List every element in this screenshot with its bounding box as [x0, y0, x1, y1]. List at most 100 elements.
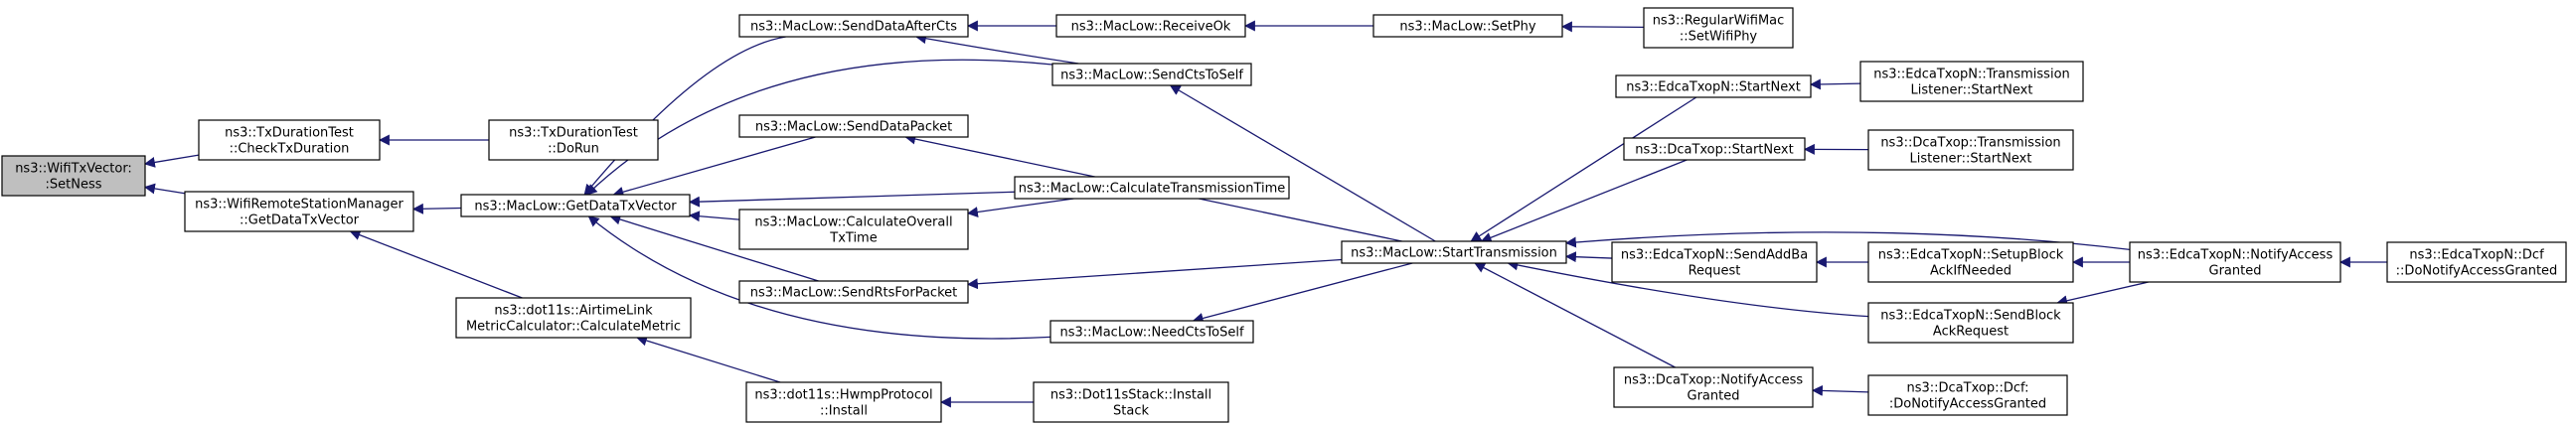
node-label-line: Listener::StartNext — [1911, 83, 2033, 98]
node-label-line: Granted — [2209, 264, 2262, 279]
node-dcanotify[interactable]: ns3::DcaTxop::NotifyAccessGranted — [1613, 366, 1814, 408]
node-label-line: ::GetDataTxVector — [240, 213, 360, 228]
node-edcadcfnotify[interactable]: ns3::EdcaTxopN::Dcf::DoNotifyAccessGrant… — [2386, 241, 2567, 283]
node-box — [1867, 241, 2074, 283]
node-box — [2129, 241, 2341, 283]
node-sendrts[interactable]: ns3::MacLow::SendRtsForPacket — [738, 280, 969, 304]
node-dcatlstartnext[interactable]: ns3::DcaTxop::TransmissionListener::Star… — [1867, 129, 2074, 171]
edge-edcatlstartnext-to-edcastartnext — [1809, 78, 1861, 90]
node-hwmpinstall[interactable]: ns3::dot11s::HwmpProtocol::Install — [745, 381, 942, 423]
node-box — [460, 194, 691, 217]
node-label-line: ns3::MacLow::GetDataTxVector — [474, 200, 677, 214]
node-airtime[interactable]: ns3::dot11s::AirtimeLinkMetricCalculator… — [455, 297, 692, 339]
node-checktxduration[interactable]: ns3::TxDurationTest::CheckTxDuration — [198, 119, 381, 161]
node-label-line: AckRequest — [1933, 325, 2009, 340]
node-receiveok[interactable]: ns3::MacLow::ReceiveOk — [1055, 14, 1246, 38]
edge-getdatatxvector_rsm-to-setness — [143, 183, 186, 195]
node-label-line: Stack — [1113, 404, 1149, 419]
node-label-line: ns3::MacLow::ReceiveOk — [1071, 20, 1231, 35]
node-edcastartnext[interactable]: ns3::EdcaTxopN::StartNext — [1615, 74, 1812, 98]
node-label-line: ns3::MacLow::CalculateTransmissionTime — [1019, 182, 1286, 197]
edge-arrow — [635, 335, 781, 383]
node-starttransmission[interactable]: ns3::MacLow::StartTransmission — [1341, 240, 1567, 264]
node-label-line: ns3::EdcaTxopN::NotifyAccess — [2138, 248, 2334, 263]
node-dcadcfnotify[interactable]: ns3::DcaTxop::Dcf::DoNotifyAccessGranted — [1867, 374, 2068, 416]
node-label-line: MetricCalculator::CalculateMetric — [466, 320, 681, 335]
node-label-line: ns3::TxDurationTest — [509, 126, 638, 141]
node-getdatatxvector_rsm[interactable]: ns3::WifiRemoteStationManager::GetDataTx… — [184, 191, 414, 232]
edge-arrow — [914, 33, 1079, 65]
node-label-line: ns3::MacLow::StartTransmission — [1351, 246, 1557, 261]
edge-arrow — [1474, 262, 1676, 368]
node-label-line: ns3::dot11s::HwmpProtocol — [754, 388, 932, 403]
node-edcatlstartnext[interactable]: ns3::EdcaTxopN::TransmissionListener::St… — [1859, 61, 2084, 102]
node-edcanotify[interactable]: ns3::EdcaTxopN::NotifyAccessGranted — [2129, 241, 2341, 283]
node-box — [1867, 374, 2068, 416]
edge-arrow — [143, 183, 186, 195]
node-calctranstime[interactable]: ns3::MacLow::CalculateTransmissionTime — [1014, 176, 1290, 200]
node-label-line: ns3::EdcaTxopN::SetupBlock — [1878, 248, 2064, 263]
node-label-line: Listener::StartNext — [1910, 152, 2032, 167]
node-box — [745, 381, 942, 423]
node-box — [1623, 137, 1806, 161]
node-box — [1049, 320, 1254, 344]
node-dcastartnext[interactable]: ns3::DcaTxop::StartNext — [1623, 137, 1806, 161]
node-dorun[interactable]: ns3::TxDurationTest::DoRun — [488, 119, 659, 161]
edge-hwmpinstall-to-airtime — [635, 335, 781, 383]
node-senddataaftercts[interactable]: ns3::MacLow::SendDataAfterCts — [738, 14, 969, 38]
node-label-line: Granted — [1688, 389, 1740, 404]
node-label-line: ns3::EdcaTxopN::Transmission — [1873, 68, 2070, 82]
edge-regularsetphy-to-setphy — [1560, 21, 1645, 33]
node-box — [1613, 366, 1814, 408]
edge-arrow — [1192, 262, 1413, 324]
node-label-line: ns3::DcaTxop::StartNext — [1635, 143, 1793, 158]
node-label-line: Request — [1689, 264, 1741, 279]
node-box — [1014, 176, 1290, 200]
edge-airtime-to-getdatatxvector_rsm — [349, 229, 523, 299]
node-box — [1611, 241, 1818, 283]
node-sendctstoself[interactable]: ns3::MacLow::SendCtsToSelf — [1051, 63, 1252, 86]
edge-sendaddba-to-starttransmission — [1564, 251, 1613, 263]
node-label-line: ns3::DcaTxop::Transmission — [1880, 136, 2060, 151]
edge-arrow — [966, 258, 1343, 290]
node-box — [455, 297, 692, 339]
node-needcts[interactable]: ns3::MacLow::NeedCtsToSelf — [1049, 320, 1254, 344]
edge-arrow — [1480, 159, 1688, 243]
node-box — [2386, 241, 2567, 283]
node-box — [738, 280, 969, 304]
node-label-line: ns3::Dot11sStack::Install — [1050, 388, 1211, 403]
node-box — [738, 14, 969, 38]
edge-arrow — [143, 154, 200, 168]
node-label-line: ns3::MacLow::SendDataAfterCts — [750, 20, 957, 35]
node-label-line: ns3::MacLow::NeedCtsToSelf — [1059, 326, 1243, 341]
edge-getdatatxvector_ml-to-getdatatxvector_rsm — [411, 203, 462, 214]
edge-sendblockack-to-starttransmission — [1507, 259, 1869, 318]
edge-arrow — [688, 191, 1016, 208]
node-label-line: ns3::WifiTxVector: — [15, 162, 132, 177]
edge-calctranstime-to-getdatatxvector_ml — [688, 191, 1016, 208]
edge-arrow — [1169, 84, 1436, 242]
edge-layer — [143, 20, 2387, 408]
edge-arrow — [609, 213, 819, 282]
node-setphy[interactable]: ns3::MacLow::SetPhy — [1372, 14, 1563, 38]
node-label-line: ns3::EdcaTxopN::StartNext — [1626, 80, 1801, 95]
node-box — [738, 114, 969, 138]
node-setness[interactable]: ns3::WifiTxVector::SetNess — [1, 155, 146, 197]
edge-calctranstime-to-calcoverall — [966, 198, 1074, 217]
node-getdatatxvector_ml[interactable]: ns3::MacLow::GetDataTxVector — [460, 194, 691, 217]
node-label-line: ns3::EdcaTxopN::Dcf — [2409, 248, 2544, 263]
node-label-line: ns3::TxDurationTest — [225, 126, 354, 141]
node-label-line: ns3::MacLow::SendCtsToSelf — [1060, 69, 1243, 83]
node-label-line: TxTime — [829, 231, 877, 246]
node-senddatapacket[interactable]: ns3::MacLow::SendDataPacket — [738, 114, 969, 138]
node-box — [1615, 74, 1812, 98]
node-regularsetphy[interactable]: ns3::RegularWifiMac::SetWifiPhy — [1643, 7, 1794, 49]
node-label-line: ns3::MacLow::SetPhy — [1399, 20, 1535, 35]
node-label-line: ::SetWifiPhy — [1680, 30, 1758, 45]
